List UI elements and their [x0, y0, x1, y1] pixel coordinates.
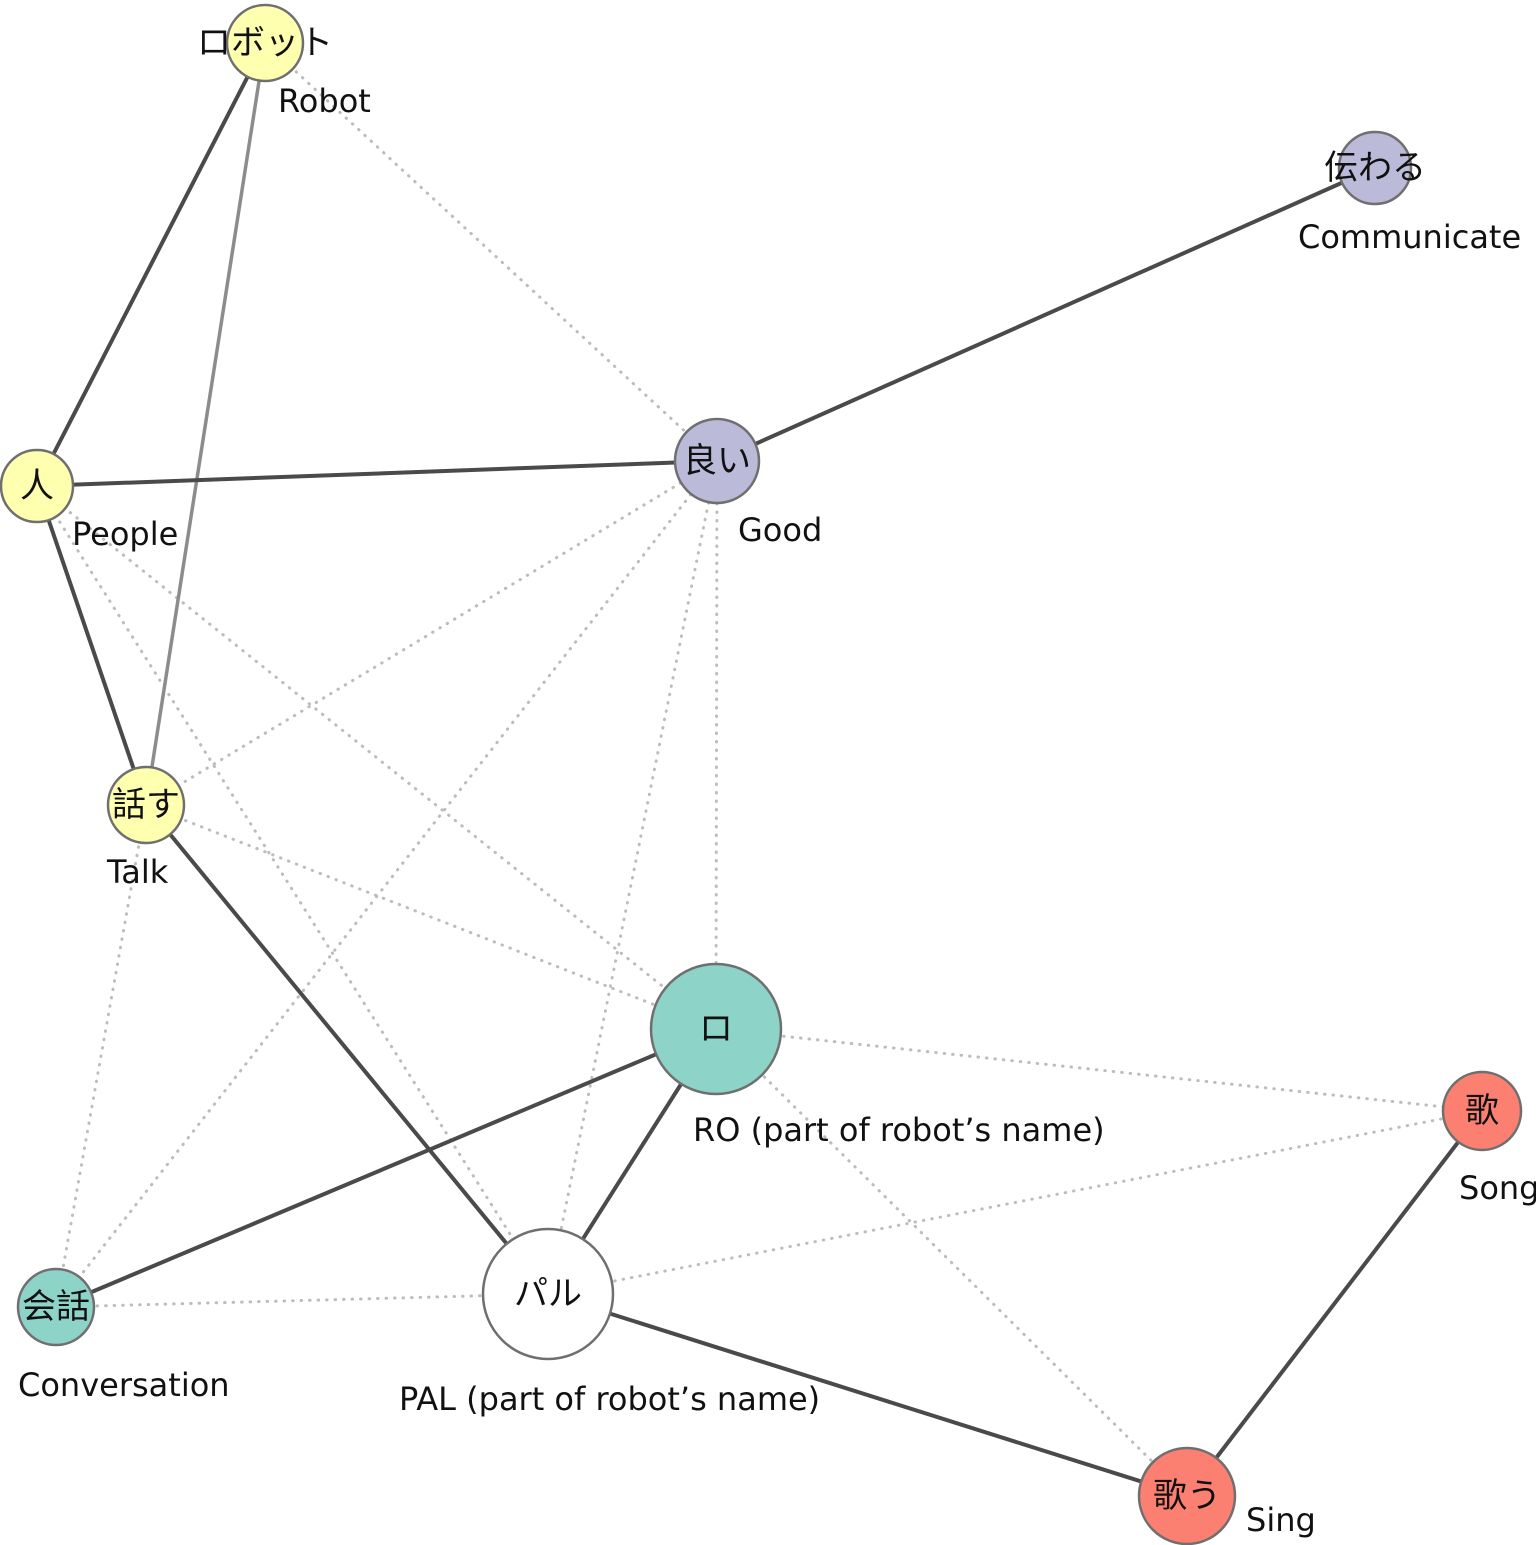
node-english-label: RO (part of robot’s name) [693, 1111, 1105, 1149]
node-conversation: 会話 Conversation [16, 1267, 230, 1404]
edge-talk-conversation [54, 803, 148, 1309]
node-circle-communicate [1337, 130, 1413, 206]
edge-good-ro [714, 459, 719, 1031]
node-circle-good [673, 417, 761, 505]
node-song: 歌 Song [1441, 1070, 1536, 1207]
edge-talk-pal [144, 803, 550, 1296]
node-ro: ロ RO (part of robot’s name) [649, 962, 1105, 1149]
edge-pal-conversation [54, 1292, 550, 1309]
node-pal: パル PAL (part of robot’s name) [399, 1227, 820, 1418]
node-english-label: PAL (part of robot’s name) [399, 1380, 820, 1418]
node-english-label: Good [738, 511, 822, 549]
node-japanese-label: ロ [699, 1009, 733, 1049]
nodes-layer: ロボット Robot 人 People 話す Talk 良い Good 伝わる Communica… [0, 3, 1536, 1545]
node-english-label: Communicate [1298, 218, 1521, 256]
node-english-label: Sing [1246, 1501, 1316, 1539]
edge-people-talk [35, 485, 148, 806]
edge-ro-sing [714, 1027, 1189, 1498]
node-robot: ロボット Robot [197, 3, 371, 120]
edges-layer [35, 41, 1484, 1498]
edge-song-sing [1185, 1109, 1484, 1498]
node-english-label: People [72, 515, 178, 553]
node-circle-talk [106, 765, 186, 845]
node-circle-sing [1137, 1446, 1237, 1545]
node-japanese-label: 伝わる [1324, 148, 1426, 188]
node-people: 人 People [0, 448, 178, 553]
edge-talk-ro [144, 803, 718, 1031]
node-japanese-label: 歌 [1465, 1091, 1499, 1131]
node-good: 良い Good [673, 417, 822, 549]
edge-good-conversation [54, 459, 719, 1309]
edge-robot-talk [144, 42, 267, 806]
node-japanese-label: 話す [112, 785, 180, 825]
node-circle-robot [225, 3, 305, 83]
edge-ro-conversation [55, 1027, 717, 1309]
node-japanese-label: 会話 [22, 1287, 90, 1327]
node-english-label: Conversation [18, 1366, 230, 1404]
edge-pal-sing [547, 1292, 1188, 1498]
edge-people-ro [35, 484, 718, 1031]
node-talk: 話す Talk [106, 765, 186, 891]
node-japanese-label: 歌う [1153, 1476, 1221, 1516]
node-english-label: Robot [278, 82, 371, 120]
node-english-label: Talk [106, 853, 169, 891]
edge-good-communicate [716, 166, 1376, 463]
edge-robot-people [35, 42, 267, 487]
node-circle-song [1441, 1070, 1523, 1152]
node-japanese-label: パル [514, 1274, 582, 1314]
edge-good-talk [144, 459, 719, 807]
node-japanese-label: 良い [683, 441, 751, 481]
node-sing: 歌う Sing [1137, 1446, 1316, 1545]
edge-pal-song [546, 1109, 1484, 1296]
node-communicate: 伝わる Communicate [1298, 130, 1521, 256]
node-japanese-label: 人 [20, 466, 54, 506]
edge-good-pal [546, 459, 719, 1296]
edge-ro-song [714, 1027, 1484, 1113]
edge-people-good [36, 459, 718, 488]
node-circle-conversation [16, 1267, 96, 1347]
edge-robot-good [263, 41, 719, 463]
node-english-label: Song [1459, 1169, 1536, 1207]
node-japanese-label: ロボット [197, 23, 333, 63]
node-circle-ro [649, 962, 783, 1096]
node-circle-people [0, 448, 75, 524]
node-circle-pal [481, 1227, 615, 1361]
